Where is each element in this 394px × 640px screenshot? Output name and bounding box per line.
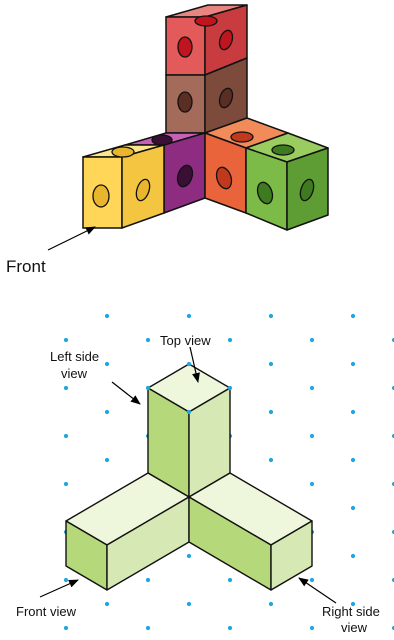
grid-dot [351, 362, 355, 366]
isometric-views-figure: Top view Left side view Front view Right… [16, 314, 394, 635]
grid-dot [64, 482, 68, 486]
grid-dot [351, 410, 355, 414]
cube-middle-brown-hole-front [178, 92, 192, 112]
front-label: Front [6, 257, 46, 276]
grid-dot [228, 338, 232, 342]
grid-dot [310, 434, 314, 438]
grid-dot [228, 578, 232, 582]
grid-dot [228, 626, 232, 630]
right-side-view-label-line1: Right side [322, 604, 380, 619]
grid-dot [105, 410, 109, 414]
grid-dot [269, 602, 273, 606]
grid-dot [146, 578, 150, 582]
grid-dot [310, 386, 314, 390]
top-view-label: Top view [160, 333, 211, 348]
left-side-view-arrow [112, 382, 140, 404]
grid-dot [269, 314, 273, 318]
cube-yellow-hole-top [112, 147, 134, 157]
grid-dot [187, 362, 191, 366]
grid-dot [64, 338, 68, 342]
front-view-label: Front view [16, 604, 77, 619]
grid-dot [64, 578, 68, 582]
cube-top-red-hole-top [195, 16, 217, 26]
grid-dot [105, 458, 109, 462]
grid-dot [64, 434, 68, 438]
grid-dot [351, 458, 355, 462]
grid-dot [269, 458, 273, 462]
left-side-view-label-line1: Left side [50, 349, 99, 364]
right-side-view-arrow [299, 578, 336, 603]
front-arrow [48, 227, 95, 250]
grid-dot [105, 314, 109, 318]
grid-dot [146, 338, 150, 342]
grid-dot [310, 578, 314, 582]
cube-yellow [83, 145, 164, 228]
right-side-view-label-line2: view [341, 620, 368, 635]
grid-dot [187, 554, 191, 558]
grid-dot [64, 386, 68, 390]
cube-yellow-hole-front [93, 185, 109, 207]
front-view-arrow [40, 580, 78, 597]
grid-dot [146, 626, 150, 630]
grid-dot [105, 602, 109, 606]
cube-orange-hole-top [231, 132, 253, 142]
grid-dot [146, 386, 150, 390]
grid-dot [64, 626, 68, 630]
linking-cubes-figure: Front [6, 5, 328, 276]
grid-dot [310, 626, 314, 630]
grid-dot [351, 554, 355, 558]
cube-top-red-hole-front [178, 37, 192, 57]
grid-dot [351, 314, 355, 318]
grid-dot [310, 482, 314, 486]
cube-green-hole-top [272, 145, 294, 155]
cube-green [246, 133, 328, 230]
grid-dot [228, 386, 232, 390]
grid-dot [269, 362, 273, 366]
left-side-view-label-line2: view [61, 366, 88, 381]
grid-dot [310, 338, 314, 342]
grid-dot [105, 362, 109, 366]
grid-dot [187, 410, 191, 414]
grid-dot [351, 506, 355, 510]
grid-dot [187, 602, 191, 606]
grid-dot [269, 410, 273, 414]
cube-purple-hole-top [152, 135, 172, 145]
grid-dot [187, 314, 191, 318]
